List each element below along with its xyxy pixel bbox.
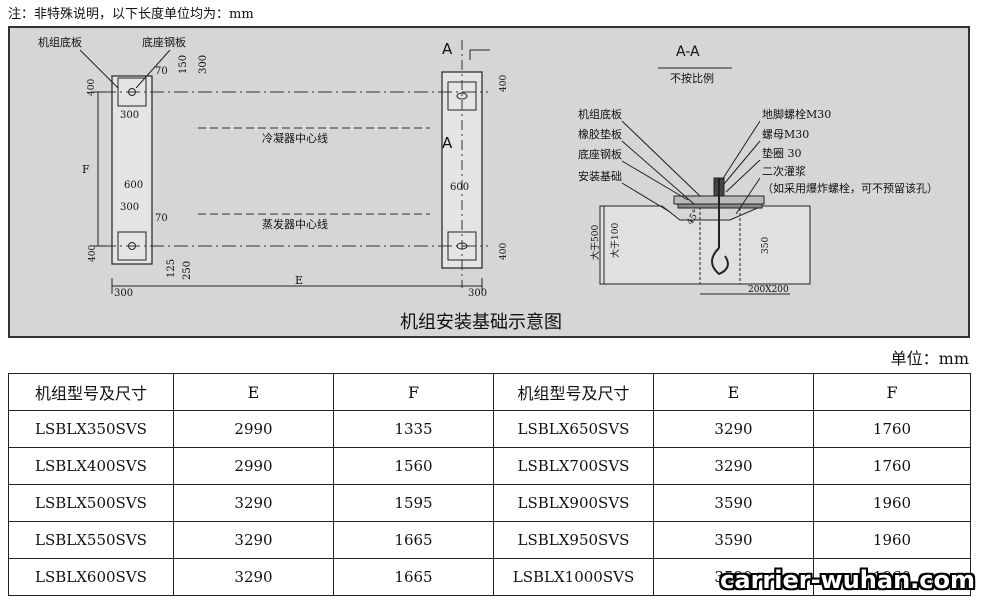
dim-70-bottom: 70	[155, 213, 168, 224]
label-condenser-centerline: 冷凝器中心线	[262, 131, 328, 145]
section-title: A-A	[676, 44, 700, 60]
cell-model: LSBLX700SVS	[493, 447, 654, 485]
dim-600-right: 600	[450, 182, 469, 193]
header-F-right: F	[813, 373, 971, 411]
section-right-label-1: 螺母M30	[762, 128, 809, 141]
cell-model: LSBLX900SVS	[493, 484, 654, 522]
dim-125: 125	[166, 259, 177, 278]
dim-250: 250	[182, 261, 193, 280]
table-row: LSBLX600SVS 3290 1665 LSBLX1000SVS 3590 …	[8, 558, 971, 596]
cell-E: 3290	[653, 447, 814, 485]
section-mark-top: A	[442, 40, 453, 58]
concrete-foundation	[599, 205, 811, 285]
dim-300-top: 300	[120, 110, 139, 121]
cell-model: LSBLX350SVS	[8, 410, 174, 448]
dim-300-bottom-left: 300	[114, 288, 133, 299]
dim-over-500: 大于500	[589, 225, 601, 260]
cell-E: 3590	[653, 558, 814, 596]
cell-F: 1665	[333, 558, 494, 596]
unit-label: 单位：mm	[890, 349, 969, 368]
dim-hole-size: 200X200	[748, 285, 789, 295]
cell-E: 3290	[173, 558, 334, 596]
section-right-label-4: （如采用爆炸螺栓，可不预留该孔）	[762, 181, 938, 195]
cell-F: 1960	[813, 484, 971, 522]
cell-F: 1335	[333, 410, 494, 448]
cell-F: 1595	[333, 484, 494, 522]
cell-model: LSBLX550SVS	[8, 521, 174, 559]
drawing-caption: 机组安装基础示意图	[400, 312, 562, 333]
section-right-label-0: 地脚螺栓M30	[762, 107, 831, 121]
cell-model: LSBLX400SVS	[8, 447, 174, 485]
cell-F: 1960	[813, 558, 971, 596]
cell-model: LSBLX600SVS	[8, 558, 174, 596]
dim-350: 350	[761, 237, 771, 254]
cell-F: 1560	[333, 447, 494, 485]
section-right-label-2: 垫圈 30	[762, 146, 802, 160]
table-row: LSBLX400SVS 2990 1560 LSBLX700SVS 3290 1…	[8, 447, 971, 485]
table-row: LSBLX500SVS 3290 1595 LSBLX900SVS 3590 1…	[8, 484, 971, 522]
unit-note: 注：非特殊说明，以下长度单位均为：mm	[8, 7, 254, 22]
table-header-row: 机组型号及尺寸 E F 机组型号及尺寸 E F	[8, 373, 971, 411]
dim-300-vert: 300	[198, 55, 209, 74]
label-unit-base: 机组底板	[38, 35, 82, 49]
header-E-left: E	[173, 373, 334, 411]
cell-E: 2990	[173, 410, 334, 448]
section-left-label-0: 机组底板	[578, 107, 622, 121]
left-base-plate	[111, 75, 153, 265]
cell-E: 3290	[173, 521, 334, 559]
dim-400-right-top: 400	[499, 75, 509, 92]
cell-E: 3290	[173, 484, 334, 522]
dim-over-100: 大于100	[609, 223, 621, 258]
section-subtitle: 不按比例	[670, 71, 714, 85]
cell-F: 1760	[813, 447, 971, 485]
section-right-label-3: 二次灌浆	[762, 164, 806, 178]
dim-300-bottom-right: 300	[468, 288, 487, 299]
dim-400-bottom: 400	[88, 245, 98, 262]
section-left-label-3: 安装基础	[578, 169, 622, 183]
label-evaporator-centerline: 蒸发器中心线	[262, 217, 328, 231]
table-row: LSBLX550SVS 3290 1665 LSBLX950SVS 3590 1…	[8, 521, 971, 559]
cell-E: 3590	[653, 521, 814, 559]
drawing-svg: A A F E 300 300 400 400 300 300 600 600 …	[38, 35, 938, 333]
cell-F: 1665	[333, 521, 494, 559]
header-E-right: E	[653, 373, 814, 411]
dim-F: F	[82, 163, 90, 176]
cell-E: 2990	[173, 447, 334, 485]
dim-70-top: 70	[155, 66, 168, 77]
label-base-steel: 底座钢板	[142, 35, 186, 49]
dim-300-mid: 300	[120, 202, 139, 213]
anchor-bolt	[711, 247, 729, 276]
dim-400-right-bottom: 400	[499, 243, 509, 260]
cell-F: 1760	[813, 410, 971, 448]
header-model-right: 机组型号及尺寸	[493, 373, 654, 411]
cell-model: LSBLX500SVS	[8, 484, 174, 522]
dim-600-left: 600	[124, 180, 143, 191]
cell-E: 3290	[653, 410, 814, 448]
section-left-label-1: 橡胶垫板	[578, 127, 622, 141]
cell-F: 1960	[813, 521, 971, 559]
section-mark-mid: A	[442, 134, 453, 152]
header-model-left: 机组型号及尺寸	[8, 373, 174, 411]
section-left-label-2: 底座钢板	[578, 147, 622, 161]
cell-model: LSBLX1000SVS	[493, 558, 654, 596]
header-F-left: F	[333, 373, 494, 411]
dim-E: E	[295, 274, 303, 287]
spec-table: 机组型号及尺寸 E F 机组型号及尺寸 E F LSBLX350SVS 2990…	[8, 373, 971, 596]
cell-model: LSBLX650SVS	[493, 410, 654, 448]
dim-150: 150	[178, 55, 189, 74]
cell-E: 3590	[653, 484, 814, 522]
foundation-drawing: A A F E 300 300 400 400 300 300 600 600 …	[8, 26, 970, 338]
watermark: carrier-wuhan.com	[720, 566, 975, 594]
table-row: LSBLX350SVS 2990 1335 LSBLX650SVS 3290 1…	[8, 410, 971, 448]
cell-model: LSBLX950SVS	[493, 521, 654, 559]
dim-400-top: 400	[87, 79, 97, 96]
